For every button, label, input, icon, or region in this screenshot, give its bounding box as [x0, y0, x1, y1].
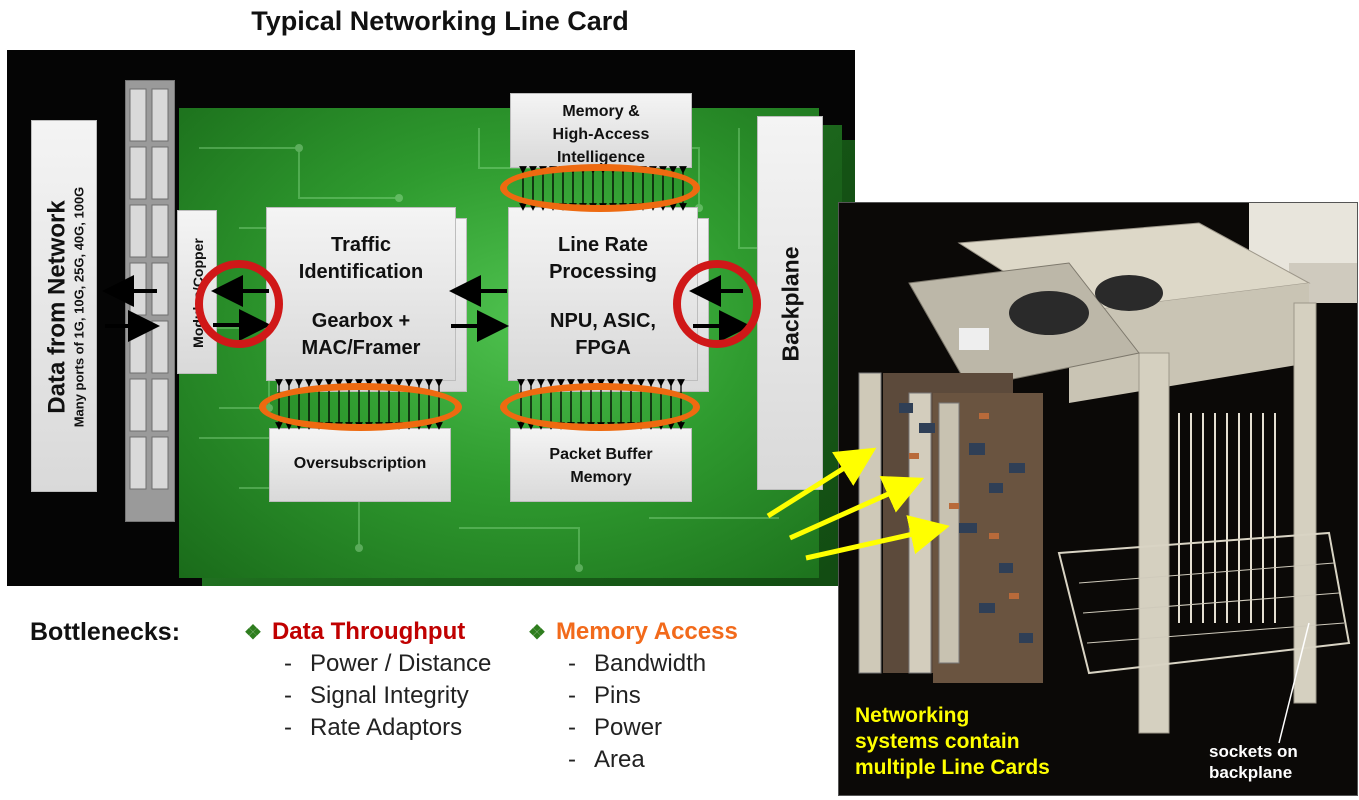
list-item: -Rate Adaptors [284, 714, 463, 741]
throughput-title: Data Throughput [271, 618, 466, 645]
front-connector-strip [125, 80, 175, 522]
diamond-bullet-icon: ❖ [244, 622, 262, 644]
bottleneck-ring-backplane [673, 260, 761, 348]
caption-line: systems contain [855, 730, 1020, 753]
data-from-network-box: Data from Network Many ports of 1G, 10G,… [31, 120, 97, 492]
throughput-heading: ❖ Data Throughput [244, 618, 524, 646]
memory-list: -Bandwidth -Pins -Power -Area [568, 648, 808, 776]
memory-ring-right [500, 383, 700, 431]
line-rate-processing-box: Line Rate Processing NPU, ASIC, FPGA [508, 207, 698, 381]
sockets-line: backplane [1209, 763, 1293, 782]
memory-line2: High-Access [552, 126, 650, 143]
line-rate-line3: NPU, ASIC, [550, 310, 656, 332]
line-rate-line2: Processing [549, 261, 657, 283]
traffic-line1: Traffic [330, 234, 392, 256]
diamond-bullet-icon: ❖ [528, 622, 546, 644]
memory-access-title: Memory Access [555, 618, 738, 645]
line-card-diagram: Data from Network Many ports of 1G, 10G,… [7, 50, 855, 586]
throughput-list: -Power / Distance -Signal Integrity -Rat… [284, 648, 524, 744]
traffic-identification-box: Traffic Identification Gearbox + MAC/Fra… [266, 207, 456, 381]
packet-buffer-line2: Memory [570, 469, 632, 486]
sockets-label: sockets on backplane [1209, 741, 1298, 783]
memory-line1: Memory & [562, 103, 640, 120]
memory-box: Memory & High-Access Intelligence [510, 93, 692, 168]
traffic-line4: MAC/Framer [301, 337, 421, 359]
caption-line: multiple Line Cards [855, 756, 1050, 779]
memory-ring-top [500, 164, 700, 212]
memory-ring-left [259, 383, 462, 431]
list-item: -Area [568, 746, 645, 773]
traffic-line2: Identification [298, 261, 424, 283]
line-rate-line1: Line Rate [557, 234, 649, 256]
packet-buffer-line1: Packet Buffer [549, 446, 653, 463]
chassis-illustration [839, 203, 1357, 795]
bottleneck-group-memory: ❖ Memory Access -Bandwidth -Pins -Power -… [528, 618, 808, 776]
line-rate-line4: FPGA [575, 337, 631, 359]
page-title: Typical Networking Line Card [251, 6, 629, 36]
caption-line: Networking [855, 704, 970, 727]
bottleneck-ring-modules [195, 260, 283, 348]
packet-buffer-box: Packet Buffer Memory [510, 428, 692, 502]
chassis-photo: Networking systems contain multiple Line… [838, 202, 1358, 796]
list-item: -Power [568, 714, 663, 741]
oversubscription-label: Oversubscription [293, 455, 427, 472]
sockets-line: sockets on [1209, 742, 1298, 761]
memory-line3: Intelligence [556, 149, 646, 166]
list-item: -Bandwidth [568, 650, 707, 677]
list-item: -Power / Distance [284, 650, 492, 677]
traffic-line3: Gearbox + [311, 310, 411, 332]
list-item: -Pins [568, 682, 641, 709]
oversubscription-box: Oversubscription [269, 428, 451, 502]
list-item: -Signal Integrity [284, 682, 469, 709]
bottlenecks-label: Bottlenecks: [30, 618, 181, 646]
bottleneck-group-throughput: ❖ Data Throughput -Power / Distance -Sign… [244, 618, 524, 744]
memory-heading: ❖ Memory Access [528, 618, 808, 646]
photo-caption: Networking systems contain multiple Line… [855, 703, 1050, 781]
